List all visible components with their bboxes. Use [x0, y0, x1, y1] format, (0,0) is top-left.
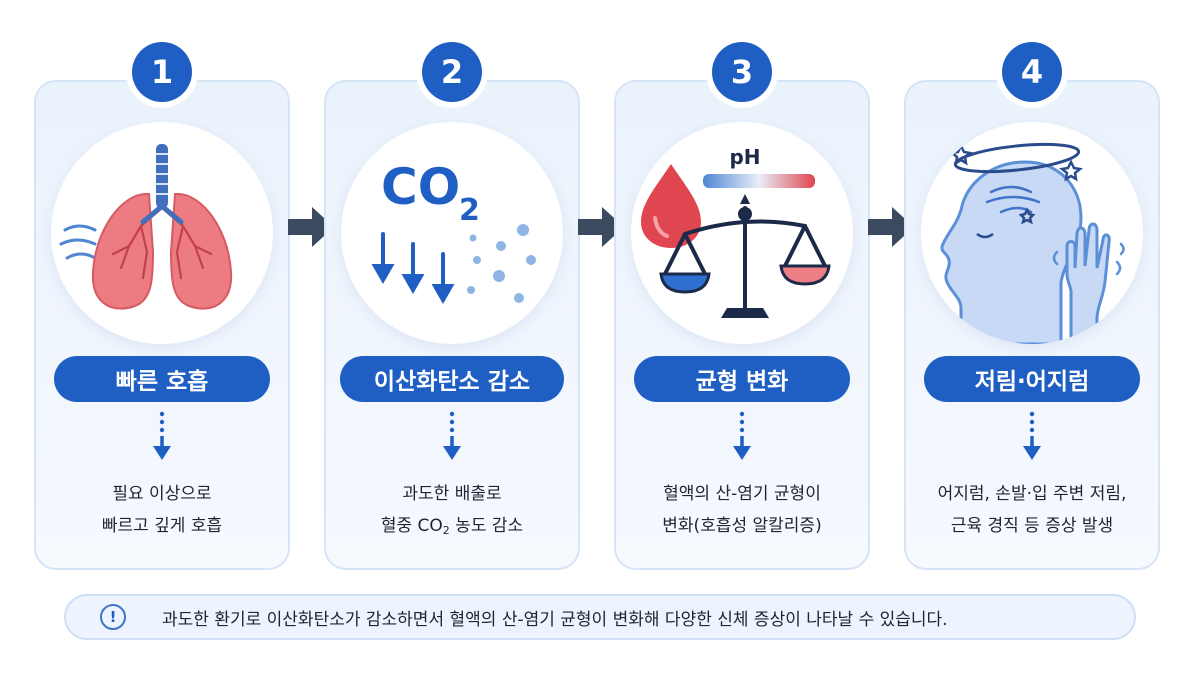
lungs-illustration	[51, 122, 273, 344]
right-arrow-icon	[578, 207, 624, 247]
info-note-bar: ! 과도한 환기로 이산화탄소가 감소하면서 혈액의 산-염기 균형이 변화해 …	[64, 594, 1136, 640]
step-description-3: 혈액의 산-염기 균형이 변화(호흡성 알칼리증)	[614, 478, 870, 542]
step-description-2-line-2: 혈중 CO2 농도 감소	[380, 516, 524, 537]
step-title-1: 빠른 호흡	[54, 356, 270, 402]
step-description-4-line-2: 근육 경직 등 증상 발생	[950, 516, 1114, 536]
balance-illustration: pH	[631, 122, 853, 344]
step-description-3-line-2: 변화(호흡성 알칼리증)	[662, 516, 822, 536]
step-description-4: 어지럼, 손발·입 주변 저림, 근육 경직 등 증상 발생	[904, 478, 1160, 542]
info-exclamation-icon: !	[100, 604, 126, 630]
svg-text:2: 2	[459, 193, 480, 228]
step-description-1: 필요 이상으로 빠르고 깊게 호흡	[34, 478, 290, 542]
co2-illustration: CO 2	[341, 122, 563, 344]
down-arrow-icon	[443, 411, 461, 460]
step-number-badge-4: 4	[1002, 42, 1062, 102]
step-description-1-line-1: 필요 이상으로	[112, 484, 212, 504]
balance-scale-icon: pH	[641, 145, 831, 318]
step-title-2: 이산화탄소 감소	[340, 356, 564, 402]
step-description-2: 과도한 배출로 혈중 CO2 농도 감소	[324, 478, 580, 547]
step-title-4: 저림·어지럼	[924, 356, 1140, 402]
step-description-3-line-1: 혈액의 산-염기 균형이	[663, 484, 821, 504]
svg-text:CO: CO	[381, 158, 460, 216]
dizzy-head-icon	[940, 142, 1125, 344]
co2-icon: CO 2	[371, 158, 536, 305]
down-arrow-icon	[733, 411, 751, 460]
step-title-3: 균형 변화	[634, 356, 850, 402]
dizzy-head-illustration	[921, 122, 1143, 344]
right-arrow-icon	[868, 207, 914, 247]
svg-text:pH: pH	[729, 145, 760, 169]
right-arrow-icon	[288, 207, 334, 247]
breath-lines-icon	[59, 224, 97, 260]
blood-drop-icon	[641, 164, 701, 248]
step-number-badge-2: 2	[422, 42, 482, 102]
info-note-text: 과도한 환기로 이산화탄소가 감소하면서 혈액의 산-염기 균형이 변화해 다양…	[162, 609, 948, 630]
down-arrow-icon	[1023, 411, 1041, 460]
step-number-badge-3: 3	[712, 42, 772, 102]
step-description-4-line-1: 어지럼, 손발·입 주변 저림,	[937, 484, 1127, 504]
down-arrow-icon	[153, 411, 171, 460]
lungs-icon	[59, 144, 233, 310]
step-description-1-line-2: 빠르고 깊게 호흡	[101, 516, 223, 536]
step-description-2-line-1: 과도한 배출로	[402, 484, 502, 504]
step-number-badge-1: 1	[132, 42, 192, 102]
